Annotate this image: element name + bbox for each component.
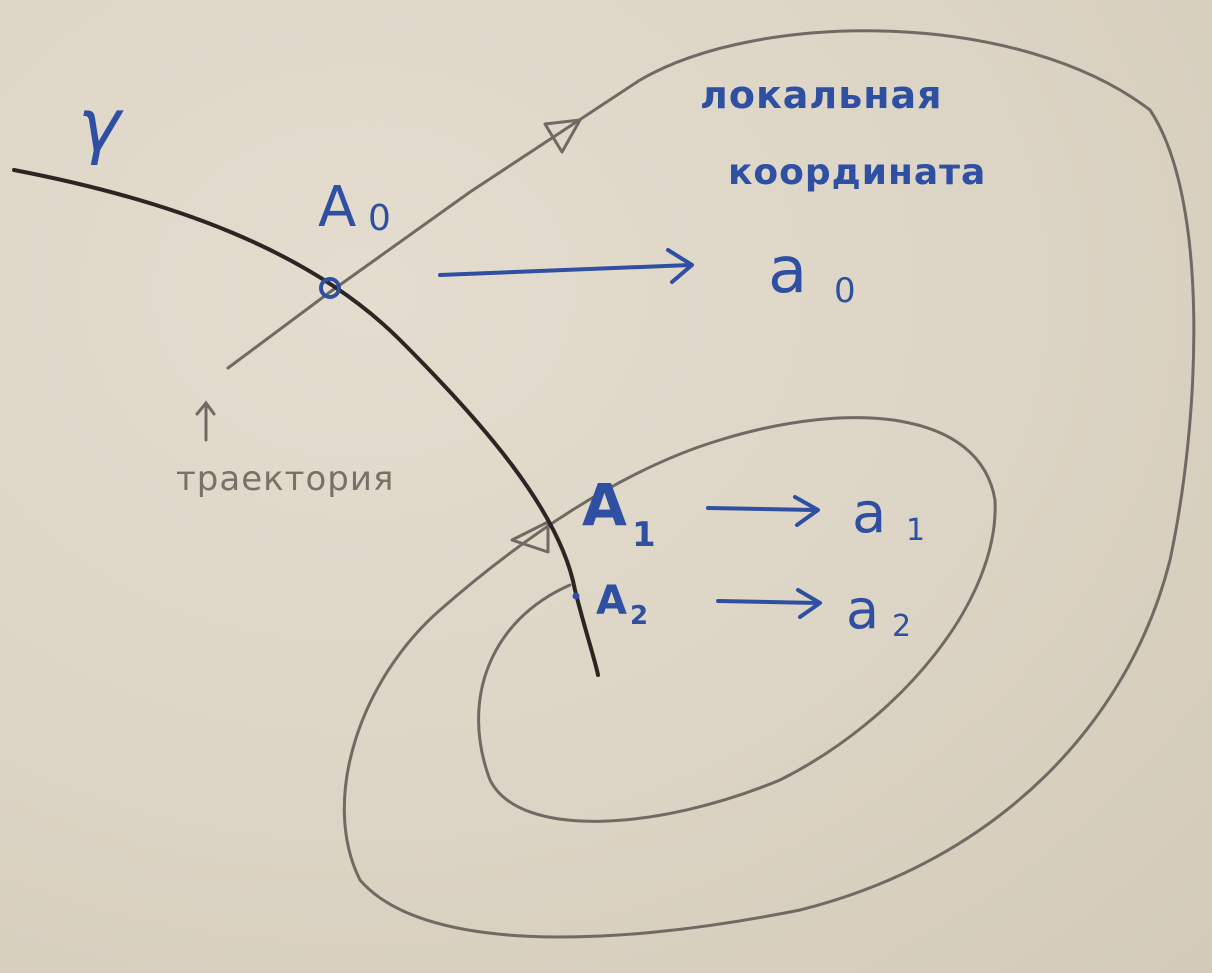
- arrow-A0-to-a0: [438, 248, 694, 284]
- A1-subscript: 1: [632, 515, 656, 555]
- a2-subscript: 2: [892, 609, 911, 644]
- gamma-label: γ: [78, 83, 124, 167]
- a1-label: a: [852, 481, 886, 546]
- arrow-A2-to-a2: [716, 588, 822, 619]
- arrow-A1-to-a1: [706, 495, 820, 527]
- local-coordinate-line1: локальная: [700, 73, 943, 117]
- point-A2: [572, 592, 580, 600]
- trajectory-label: траектория: [176, 459, 394, 499]
- a1-subscript: 1: [906, 513, 925, 548]
- A1-label: A: [582, 471, 627, 539]
- A0-subscript: 0: [368, 198, 391, 239]
- trajectory-arrowhead-lower: [510, 520, 550, 554]
- a2-label: a: [846, 578, 879, 641]
- local-coordinate-line2: координата: [728, 152, 986, 193]
- A0-label: A: [318, 175, 356, 240]
- A2-label: A: [596, 578, 627, 624]
- trajectory-arrowhead-upper: [543, 118, 582, 154]
- a0-subscript: 0: [834, 271, 856, 311]
- trajectory-spiral: [226, 29, 1196, 939]
- section-curve-gamma: [12, 168, 600, 677]
- a0-label: a: [768, 234, 807, 308]
- point-A0: [319, 277, 341, 299]
- trajectory-pointer-arrow: [195, 400, 216, 442]
- A2-subscript: 2: [630, 601, 648, 631]
